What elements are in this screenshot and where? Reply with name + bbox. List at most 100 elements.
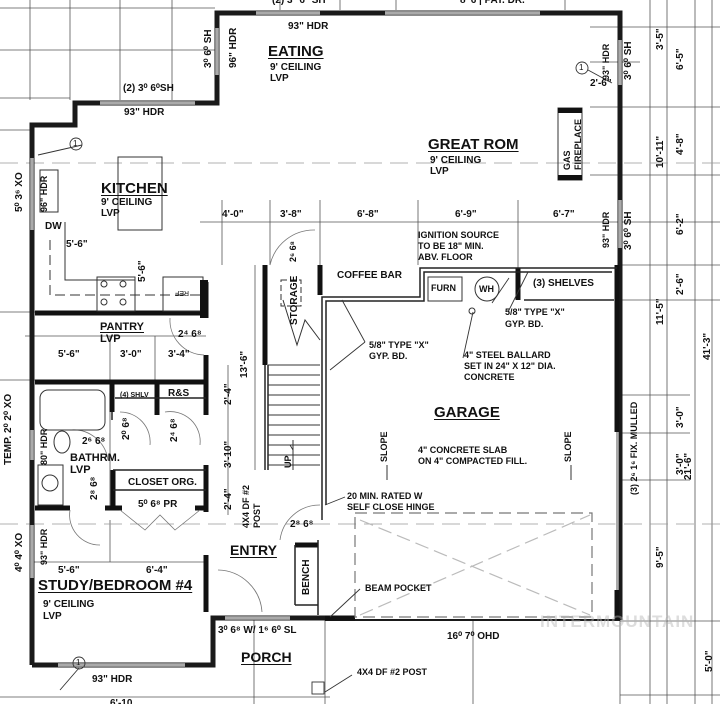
gyp-note-right-1: 5/8" TYPE "X": [505, 307, 565, 317]
gyp-note-left-1: 5/8" TYPE "X": [369, 340, 429, 350]
door-swings: [69, 229, 321, 613]
dim-right-6-2: 6'-2": [675, 213, 686, 235]
study-bottom-header: 93" HDR: [92, 674, 133, 685]
fireplace-ends: [200, 108, 582, 318]
room-entry: ENTRY: [230, 542, 277, 558]
pantry-door: 2⁴ 6⁸: [178, 329, 202, 340]
stairs: [268, 299, 321, 470]
toilet: [53, 430, 71, 454]
ballard-note-1: 4" STEEL BALLARD: [464, 350, 551, 360]
patio-door-label: 8' 6 | PAT. DR.: [460, 0, 525, 6]
leader-lines: [37, 69, 613, 695]
dim-right-2-6: 2'-6": [675, 273, 686, 295]
kitchen-ceiling: 9' CEILING: [101, 197, 153, 208]
kitchen-floor: LVP: [101, 208, 120, 219]
kitchen-top-windows: (2) 3⁰ 6⁰SH: [123, 83, 174, 94]
furnace-label: FURN: [431, 283, 456, 293]
dim-right-6-5: 6'-5": [675, 48, 686, 70]
room-bench: BENCH: [301, 559, 312, 595]
dim-pantry-5-6: 5'-6": [58, 349, 80, 360]
dim-6-9: 6'-9": [455, 209, 477, 220]
dim-6-7: 6'-7": [553, 209, 575, 220]
eating-floor: LVP: [270, 73, 289, 84]
callout-1-great-room: 1: [579, 63, 584, 72]
water-heater: [474, 276, 500, 302]
beam-pocket-note: BEAM POCKET: [365, 583, 432, 593]
shelving-door: 2⁰ 6⁸: [121, 417, 132, 440]
rod-shelf-label: R&S: [168, 388, 190, 399]
dim-study-5-6: 5'-6": [58, 565, 80, 576]
room-study: STUDY/BEDROOM #4: [38, 577, 193, 594]
dim-right-5-0: 5'-0": [704, 650, 715, 672]
interior-walls: [35, 265, 620, 621]
room-shelves: (3) SHELVES: [533, 278, 594, 289]
dim-6-8: 6'-8": [357, 209, 379, 220]
gyp-note-right-2: GYP. BD.: [505, 319, 544, 329]
room-storage: STORAGE: [289, 275, 300, 325]
room-pantry: PANTRY: [100, 321, 144, 333]
water-heater-label: WH: [479, 284, 494, 294]
slab-note-1: 4" CONCRETE SLAB: [418, 445, 508, 455]
great-room-window-1: 3⁰ 6⁰ SH: [623, 41, 634, 80]
entry-post-note-2: POST: [252, 503, 262, 528]
slope-arrows: [386, 465, 572, 480]
dim-right-21-6: 21'-6": [683, 452, 694, 480]
dim-right-41-3: 41'-3": [702, 332, 713, 360]
room-kitchen: KITCHEN: [101, 180, 168, 197]
dishwasher-label: DW: [45, 221, 62, 232]
dim-right-3-0-a: 3'-0": [675, 406, 686, 428]
temp-window: TEMP. 2⁰ 2⁰ XO: [3, 393, 14, 465]
dim-right-4-8: 4'-8": [675, 133, 686, 155]
bath-door-2: 2⁸ 6⁸: [89, 476, 100, 500]
slope-left: SLOPE: [379, 431, 389, 462]
kitchen-window: 5⁰ 3⁶ XO: [14, 172, 25, 212]
ignition-note-1: IGNITION SOURCE: [418, 230, 500, 240]
dim-pantry-3-4: 3'-4": [168, 349, 190, 360]
storage-door: 2⁶ 6⁸: [288, 241, 298, 262]
kitchen-sink: [39, 169, 59, 213]
ignition-note-2: TO BE 18" MIN.: [418, 241, 484, 251]
porch-post-note: 4X4 DF #2 POST: [357, 667, 428, 677]
bathtub: [39, 389, 106, 431]
front-door: 3⁰ 6⁸ W/ 1⁶ 6⁰ SL: [218, 625, 297, 636]
room-coffee-bar: COFFEE BAR: [337, 270, 402, 281]
garage-door: 16⁰ 7⁰ OHD: [447, 631, 500, 642]
dim-stair-13-6: 13'-6": [239, 350, 250, 378]
study-ceiling: 9' CEILING: [43, 599, 95, 610]
dim-right-3-5: 3'-5": [655, 28, 666, 50]
kitchen-header: 96" HDR: [39, 175, 49, 212]
dim-kitchen-5-6-vertical: 5'-6": [137, 260, 148, 282]
dim-right-10-11: 10'-11": [655, 135, 666, 168]
centerlines: [0, 162, 720, 525]
study-floor: LVP: [43, 611, 62, 622]
dim-fireplace-2-6: 2'-6": [590, 78, 612, 89]
closet-door: 5⁰ 6⁸ PR: [138, 499, 178, 510]
top-windows-label: (2) 3⁰ 6⁰ SH: [272, 0, 326, 6]
rated-door-note-1: 20 MIN. RATED W: [347, 491, 423, 501]
entry-post-note-1: 4X4 DF #2: [241, 484, 251, 528]
eating-header: 93" HDR: [288, 21, 329, 32]
dim-right-11-5: 11'-5": [655, 298, 666, 325]
great-room-floor: LVP: [430, 166, 449, 177]
rated-door-note-2: SELF CLOSE HINGE: [347, 502, 435, 512]
dim-pantry-3-0: 3'-0": [120, 349, 142, 360]
eating-side-window: 3⁰ 6⁰ SH: [203, 29, 214, 68]
bathroom-floor: LVP: [70, 464, 91, 476]
pantry-floor: LVP: [100, 333, 121, 345]
thin-walls: [111, 267, 617, 615]
callout-circles: [69, 61, 589, 670]
room-eating: EATING: [268, 43, 324, 60]
dim-study-6-4: 6'-4": [146, 565, 168, 576]
shelving-label: (4) SHLV: [120, 392, 149, 399]
garage-windows: (3) 2⁶ 1⁶ FIX. MULLED: [629, 401, 639, 495]
vanity: [37, 464, 64, 506]
ballard-note-3: CONCRETE: [464, 372, 515, 382]
great-room-ceiling: 9' CEILING: [430, 155, 482, 166]
dim-4-0: 4'-0": [222, 209, 244, 220]
garage-door-outline: [354, 512, 593, 618]
great-room-header-2: 93" HDR: [601, 211, 611, 248]
eating-ceiling: 9' CEILING: [270, 62, 322, 73]
